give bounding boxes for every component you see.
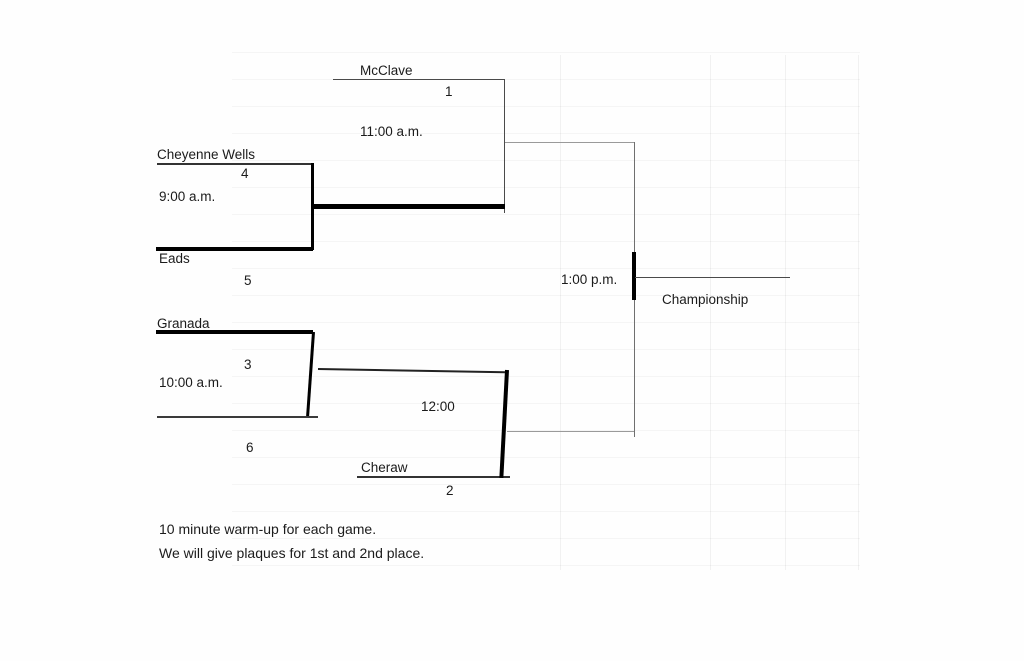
game-time-quarter-bottom: 10:00 a.m. [159,375,223,390]
seed-mcclave: 1 [445,84,453,99]
game-time-semifinal-bottom: 12:00 [421,399,455,414]
bracket-connector-quarter-bottom [306,331,315,418]
note-warmup: 10 minute warm-up for each game. [159,521,377,537]
scan-gridline [858,55,859,570]
scan-gridline [710,55,711,570]
bracket-line-bottom-slot [157,416,318,418]
bracket-connector-final-thick [632,252,636,300]
team-name-cheraw: Cheraw [361,460,408,475]
bracket-connector-semifinal-top [504,79,505,213]
bracket-winner-line-quarter-top [313,204,505,209]
bracket-feed-semifinal-top [505,142,635,143]
championship-label: Championship [662,292,749,307]
team-name-cheyenne-wells: Cheyenne Wells [157,147,256,162]
scan-gridline [560,55,561,570]
note-plaques: We will give plaques for 1st and 2nd pla… [159,545,425,561]
bracket-connector-semifinal-bottom [499,369,509,478]
bracket-line-cheraw [357,476,510,478]
bracket-line-cheyenne-wells [157,163,313,165]
bracket-connector-quarter-top [311,163,314,250]
game-time-final: 1:00 p.m. [561,272,618,287]
championship-line [635,277,790,278]
seed-bottom-slot: 6 [246,440,254,455]
scan-gridline [785,55,786,570]
game-time-quarter-top: 9:00 a.m. [159,189,216,204]
bracket-line-eads [156,247,313,251]
seed-cheraw: 2 [446,483,454,498]
seed-eads: 5 [244,273,252,288]
seed-cheyenne-wells: 4 [241,166,249,181]
bracket-winner-line-quarter-bottom [317,368,505,374]
bracket-line-granada [156,330,313,334]
seed-granada: 3 [244,357,252,372]
game-time-semifinal-top: 11:00 a.m. [360,124,423,139]
team-name-granada: Granada [157,316,210,331]
bracket-line-mcclave [333,79,505,80]
scan-texture [232,52,860,572]
team-name-mcclave: McClave [360,63,413,78]
bracket-feed-semifinal-bottom [507,431,635,432]
team-name-eads: Eads [159,251,190,266]
